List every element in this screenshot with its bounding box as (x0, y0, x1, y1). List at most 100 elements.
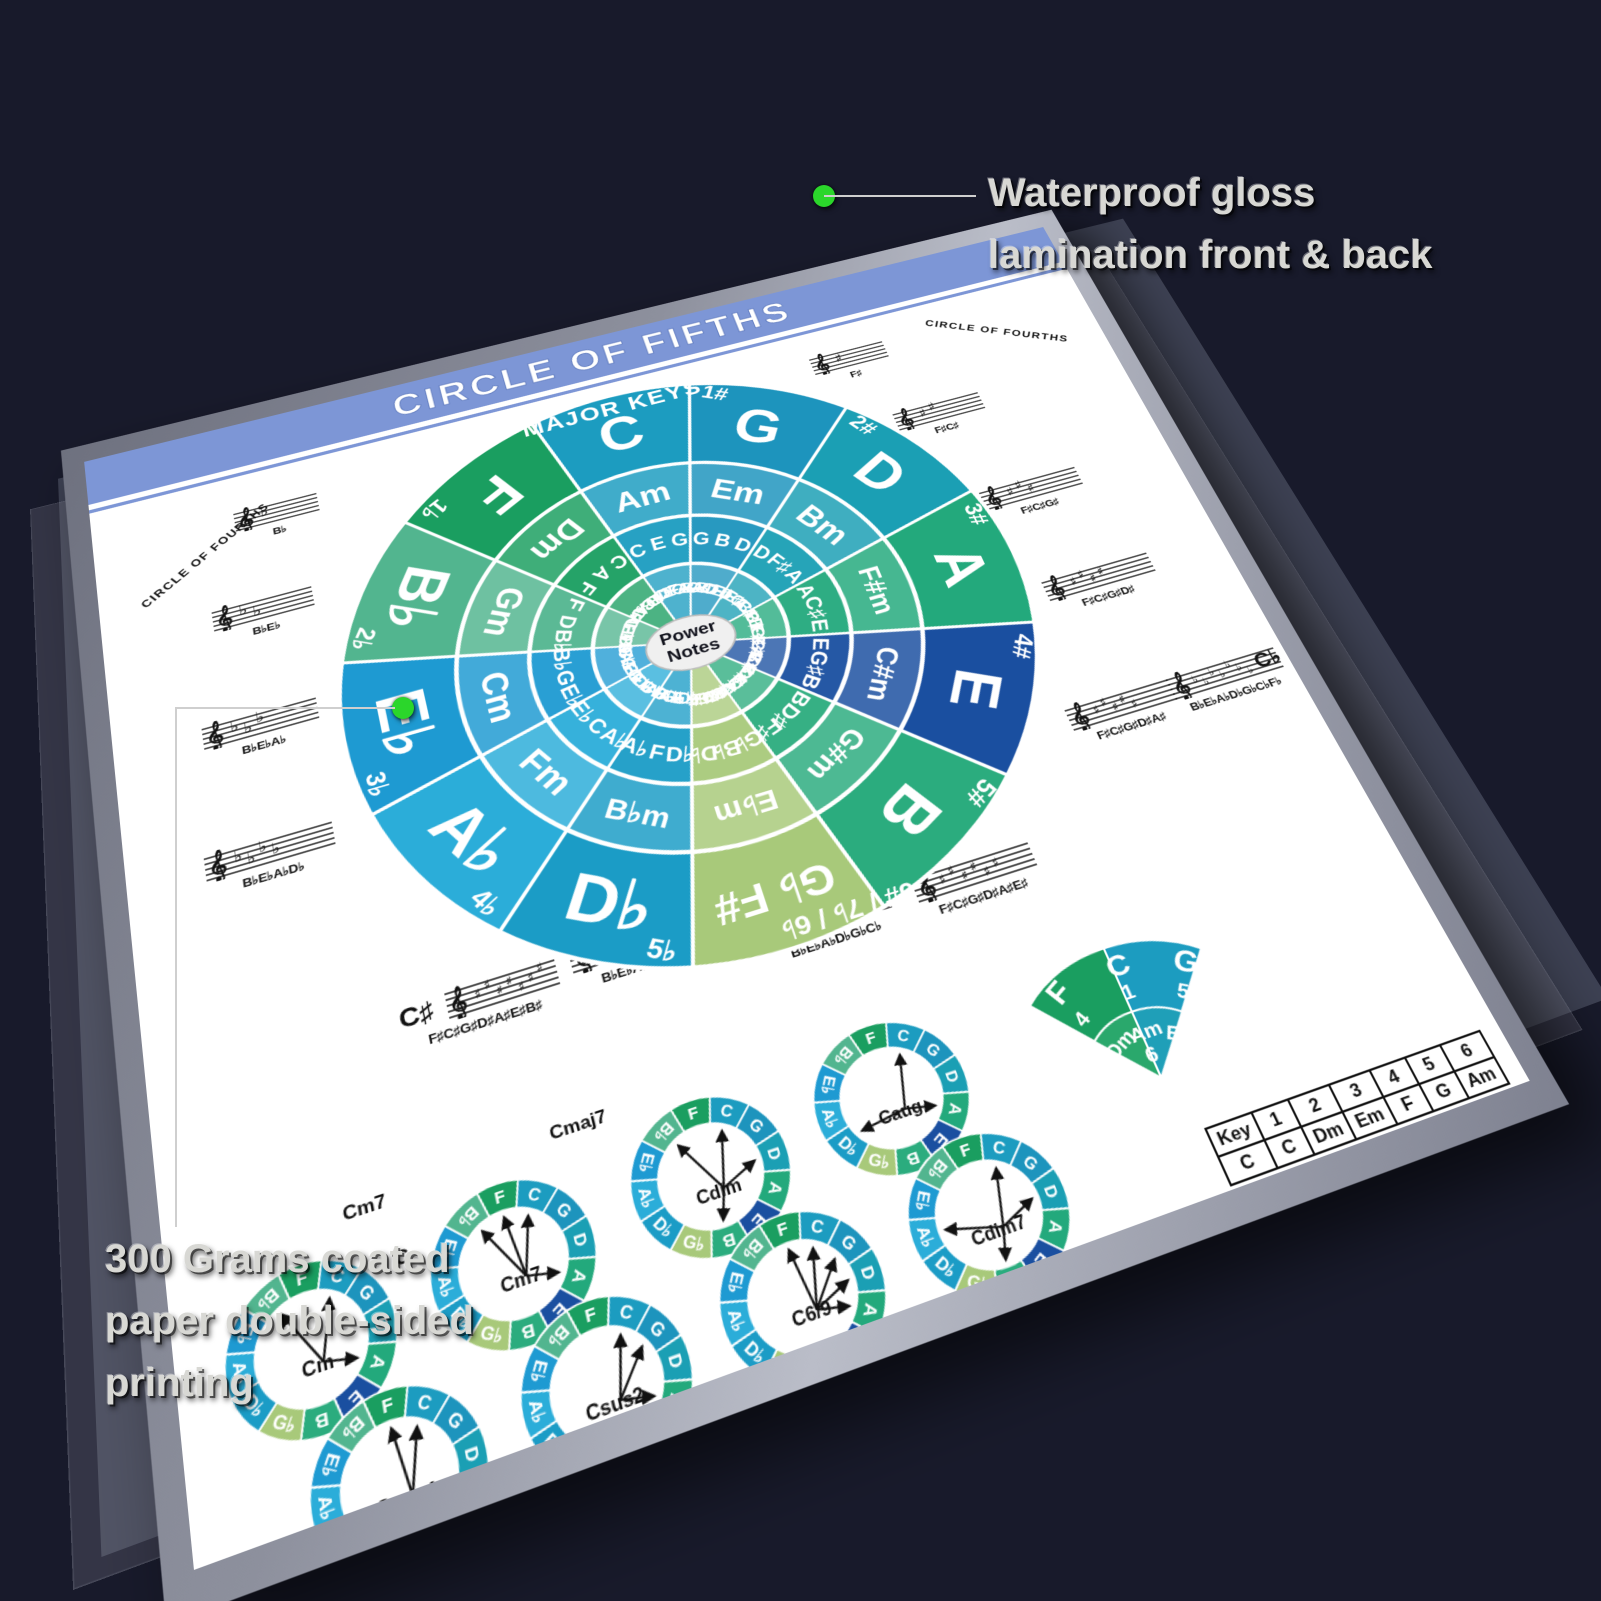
svg-text:B: B (520, 1319, 537, 1345)
svg-text:B: B (904, 1148, 922, 1171)
legend-degree-6: 6 (1141, 1042, 1162, 1068)
svg-text:C♯: C♯ (740, 608, 767, 632)
svg-text:♯: ♯ (981, 863, 994, 880)
svg-text:♭: ♭ (252, 602, 263, 620)
svg-text:F: F (686, 1102, 701, 1124)
svg-text:D♭: D♭ (688, 740, 719, 767)
table-header-cell: 4 (1369, 1057, 1419, 1098)
svg-text:♯: ♯ (534, 959, 544, 976)
svg-text:B♭: B♭ (738, 1235, 767, 1266)
svg-text:E: E (436, 1521, 461, 1549)
svg-text:4♭: 4♭ (463, 883, 507, 923)
svg-text:A♭: A♭ (414, 786, 532, 891)
svg-text:♭: ♭ (233, 848, 244, 867)
svg-text:A: A (745, 646, 769, 660)
svg-text:B: B (681, 579, 695, 597)
svg-text:A: A (366, 1353, 391, 1371)
svg-text:G: G (686, 579, 701, 596)
svg-text:♭: ♭ (844, 896, 856, 913)
key-signature-7-sharps: C♯ 𝄞 ♯ ♯ ♯ ♯ ♯ ♯ ♯ F♯C♯G♯D♯A♯E♯B♯ (396, 954, 568, 1057)
callout-leader-lamination (824, 195, 976, 197)
key-signature-1-sharp: 𝄞 ♯ F♯ (806, 338, 897, 389)
svg-text:♭: ♭ (596, 939, 608, 958)
svg-text:4#: 4# (1005, 632, 1038, 661)
svg-text:B♭: B♭ (548, 629, 577, 652)
svg-text:C: C (809, 1215, 826, 1238)
svg-text:𝄞: 𝄞 (235, 504, 256, 534)
svg-text:A♭: A♭ (913, 1223, 939, 1250)
svg-text:D: D (1040, 1182, 1064, 1201)
svg-text:♯: ♯ (525, 969, 535, 986)
svg-text:F♯: F♯ (746, 622, 770, 642)
callout-text-lamination: Waterproof gloss lamination front & back (988, 171, 1433, 277)
svg-text:♯: ♯ (482, 977, 492, 994)
svg-text:F: F (295, 1266, 309, 1290)
poster: CIRCLE OF FIFTHS CIRCLE OF FOURTHS CIRCL… (84, 227, 1530, 1570)
svg-text:♭: ♭ (254, 708, 265, 727)
key-signature-label: B♭ (271, 523, 288, 537)
svg-text:𝄞: 𝄞 (446, 984, 471, 1024)
svg-text:𝄞: 𝄞 (214, 602, 235, 634)
key-signature-label: B♭E♭A♭ (240, 732, 287, 757)
svg-text:♯: ♯ (958, 867, 970, 884)
svg-text:C♯: C♯ (739, 649, 767, 673)
svg-text:E♭: E♭ (817, 1074, 840, 1096)
key-signature-label: B♭E♭A♭D♭ (241, 858, 306, 891)
svg-text:𝄞: 𝄞 (206, 846, 229, 885)
svg-text:G♯: G♯ (802, 649, 833, 677)
svg-text:G♭: G♭ (660, 686, 688, 708)
svg-text:G: G (922, 1038, 944, 1060)
callout-leader-paper-h (175, 707, 395, 709)
svg-text:A♭: A♭ (614, 649, 640, 672)
svg-text:G♯: G♯ (747, 626, 769, 647)
svg-text:C♭: C♭ (695, 685, 722, 709)
svg-text:F: F (671, 688, 686, 707)
svg-text:D♭: D♭ (677, 689, 700, 708)
svg-text:D: D (552, 613, 581, 630)
svg-text:B: B (720, 1229, 738, 1253)
svg-text:C: C (617, 1300, 635, 1325)
table-cell: F (1383, 1084, 1434, 1125)
svg-text:D♭: D♭ (665, 743, 696, 767)
svg-text:G: G (552, 1197, 576, 1222)
svg-text:D: D (703, 580, 722, 599)
svg-text:E♭: E♭ (672, 689, 696, 708)
svg-text:A: A (691, 579, 706, 596)
svg-text:♭: ♭ (810, 903, 822, 920)
svg-text:C♯: C♯ (396, 995, 436, 1035)
svg-text:B: B (864, 771, 957, 852)
svg-text:A: A (859, 1302, 882, 1320)
svg-text:A♭: A♭ (655, 685, 683, 708)
svg-text:C: C (719, 1100, 736, 1121)
svg-text:C: C (896, 1025, 911, 1045)
svg-text:♯: ♯ (504, 973, 514, 990)
legend-major-f: F (1039, 975, 1079, 1011)
svg-text:♭: ♭ (1205, 665, 1217, 678)
svg-text:D: D (615, 630, 638, 643)
svg-text:𝄞: 𝄞 (763, 909, 793, 950)
svg-text:D♭: D♭ (931, 1251, 961, 1282)
svg-text:♭: ♭ (1221, 658, 1233, 671)
svg-text:𝄞: 𝄞 (1041, 572, 1070, 604)
svg-text:6# / 7♭ / 6♭: 6# / 7♭ / 6♭ (777, 874, 920, 944)
svg-text:B♭: B♭ (650, 1118, 678, 1146)
key-signature-3-flats: 𝄞 ♭ ♭ ♭ B♭E♭A♭ (199, 693, 325, 769)
svg-text:♭: ♭ (1216, 667, 1228, 680)
svg-text:D: D (460, 1443, 484, 1465)
svg-text:5#: 5# (959, 773, 1002, 811)
svg-text:A: A (676, 579, 691, 597)
svg-text:E: E (806, 618, 833, 634)
svg-text:♯: ♯ (967, 858, 979, 875)
svg-text:F: F (666, 581, 682, 600)
svg-text:♭: ♭ (1233, 661, 1245, 674)
svg-text:D: D (615, 642, 636, 655)
svg-text:F: F (492, 1185, 507, 1208)
legend-degree-2: 2 (1117, 1057, 1144, 1082)
svg-text:♯: ♯ (989, 854, 1002, 871)
svg-text:E: E (745, 621, 768, 635)
svg-text:G: G (692, 529, 711, 549)
svg-text:G: G (837, 1230, 861, 1255)
svg-text:F♯: F♯ (747, 636, 770, 654)
